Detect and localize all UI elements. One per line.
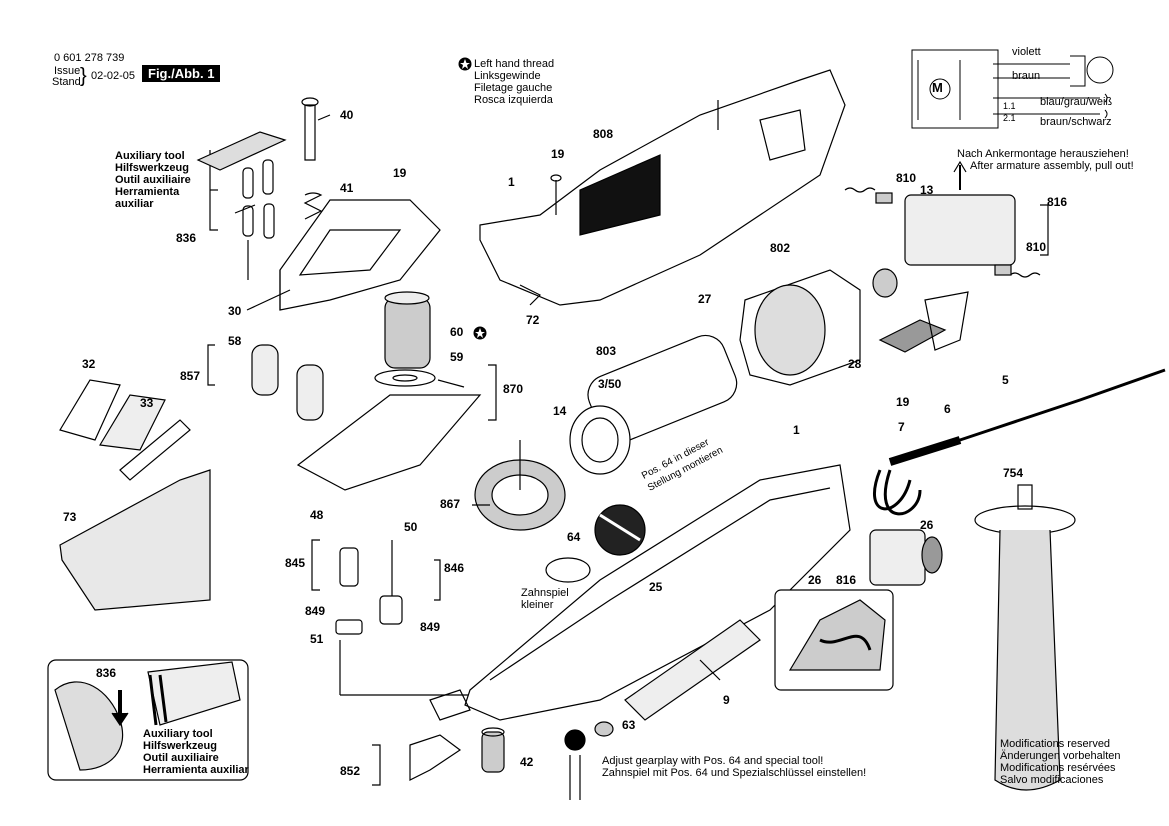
part-51: 51 (310, 632, 324, 646)
aux-tool-line-4: Herramienta (115, 186, 180, 198)
part-42: 42 (520, 755, 534, 769)
wire-violet: violett (1012, 46, 1041, 58)
part-33: 33 (140, 396, 154, 410)
part-41: 41 (340, 181, 354, 195)
part-19-middle: 19 (551, 147, 565, 161)
thread-note-line-3: Filetage gauche (474, 82, 553, 94)
thread-note-line-1: Left hand thread (474, 58, 555, 70)
stand-label: Stand (52, 76, 81, 88)
part-857: 857 (180, 369, 201, 383)
thread-note-line-2: Linksgewinde (474, 70, 541, 82)
footer-line-2: Änderungen vorbehalten (1000, 750, 1121, 762)
part-867: 867 (440, 497, 461, 511)
part-845: 845 (285, 556, 306, 570)
wire-brown-black: braun/schwarz (1040, 116, 1112, 128)
switch-label-2: 2.1 (1003, 113, 1016, 123)
part-14: 14 (553, 404, 567, 418)
inset-aux-line-1: Auxiliary tool (143, 728, 213, 740)
part-13: 13 (920, 183, 934, 197)
part-816-inset: 816 (836, 573, 857, 587)
part-849-right: 849 (420, 620, 441, 634)
part-808: 808 (593, 127, 614, 141)
part-26-inset: 26 (808, 573, 822, 587)
part-810-top: 810 (896, 171, 917, 185)
part-73: 73 (63, 510, 77, 524)
part-25: 25 (649, 580, 663, 594)
part-836: 836 (176, 231, 197, 245)
part-60: 60 (450, 325, 464, 339)
aux-tool-line-5: auxiliar (115, 198, 154, 210)
part-754: 754 (1003, 466, 1024, 480)
part-6: 6 (944, 402, 951, 416)
part-810-bottom: 810 (1026, 240, 1047, 254)
thread-note-line-4: Rosca izquierda (474, 94, 553, 106)
part-870: 870 (503, 382, 524, 396)
armature-note-line-1: Nach Ankermontage herausziehen! (957, 148, 1129, 160)
gear-play-label: Zahnspiel (521, 587, 569, 599)
part-803: 803 (596, 344, 617, 358)
inset-part-836: 836 (96, 666, 117, 680)
gear-play-label-2: kleiner (521, 599, 554, 611)
part-30: 30 (228, 304, 242, 318)
part-1-bottom: 1 (793, 423, 800, 437)
part-number: 0 601 278 739 (54, 52, 125, 64)
wire-blue-grey-white: blau/grau/weiß (1040, 96, 1113, 108)
aux-tool-line-2: Hilfswerkzeug (115, 162, 189, 174)
part-19-top: 19 (393, 166, 407, 180)
aux-tool-line-3: Outil auxiliaire (115, 174, 191, 186)
footer-line-3: Modifications resérvées (1000, 762, 1116, 774)
motor-label: M (932, 80, 943, 95)
part-9: 9 (723, 693, 730, 707)
footer-line-1: Modifications reserved (1000, 738, 1111, 750)
part-7: 7 (898, 420, 905, 434)
inset-aux-line-2: Hilfswerkzeug (143, 740, 217, 752)
part-846: 846 (444, 561, 465, 575)
part-40: 40 (340, 108, 354, 122)
part-63: 63 (622, 718, 636, 732)
part-58: 58 (228, 334, 242, 348)
part-28: 28 (848, 357, 862, 371)
issue-brace: } (80, 65, 87, 87)
part-48: 48 (310, 508, 324, 522)
part-5: 5 (1002, 373, 1009, 387)
part-64: 64 (567, 530, 581, 544)
part-802: 802 (770, 241, 791, 255)
armature-note-line-2: After armature assembly, pull out! (970, 160, 1134, 172)
part-19-right: 19 (896, 395, 910, 409)
gearplay-note-line-2: Zahnspiel mit Pos. 64 und Spezialschlüss… (602, 767, 867, 779)
part-32: 32 (82, 357, 96, 371)
part-27: 27 (698, 292, 712, 306)
gearplay-note-line-1: Adjust gearplay with Pos. 64 and special… (602, 755, 824, 767)
part-59: 59 (450, 350, 464, 364)
footer-line-4: Salvo modificaciones (1000, 774, 1104, 786)
part-26-switch: 26 (920, 518, 934, 532)
aux-tool-line-1: Auxiliary tool (115, 150, 185, 162)
part-852: 852 (340, 764, 361, 778)
part-50: 50 (404, 520, 418, 534)
part-72: 72 (526, 313, 540, 327)
inset-aux-line-4: Herramienta auxiliar (143, 764, 249, 776)
issue-label: Issue (54, 65, 81, 77)
figure-label: Fig./Abb. 1 (142, 65, 221, 82)
part-3-50: 3/50 (598, 377, 622, 391)
issue-date: 02-02-05 (91, 70, 136, 82)
part-849-left: 849 (305, 604, 326, 618)
wire-brown: braun (1012, 70, 1041, 82)
switch-label-1: 1.1 (1003, 101, 1016, 111)
part-1-top: 1 (508, 175, 515, 189)
part-816-top: 816 (1047, 195, 1068, 209)
inset-aux-line-3: Outil auxiliaire (143, 752, 219, 764)
